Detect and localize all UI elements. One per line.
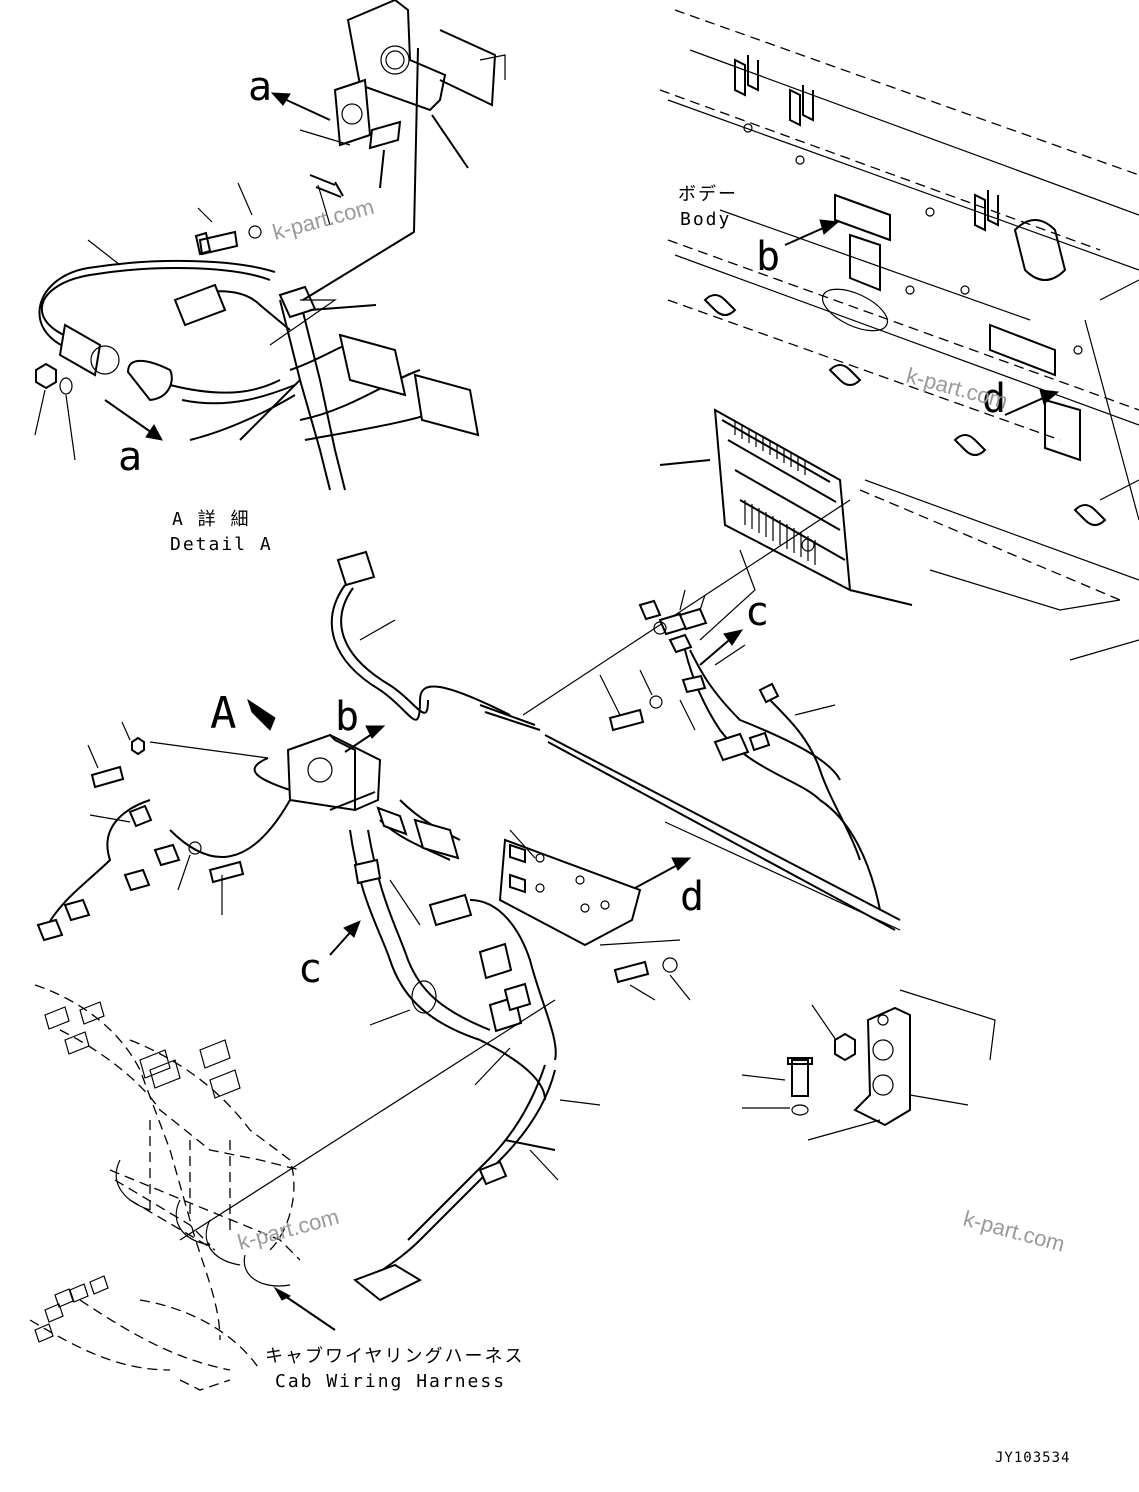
callout-a-bottom: a: [118, 434, 142, 480]
callout-b-body: b: [756, 234, 780, 280]
callout-a-top: a: [248, 64, 272, 110]
callout-b-mid: b: [335, 694, 359, 740]
callout-d-mid: d: [680, 874, 704, 920]
callout-c-right: c: [745, 589, 769, 635]
detail-a-assembly: [34, 0, 506, 491]
main-harness-assembly: [36, 499, 996, 1302]
callout-d-body: d: [982, 376, 1006, 422]
harness-label-en: Cab Wiring Harness: [275, 1371, 506, 1392]
cab-wiring-harness: [29, 984, 336, 1391]
body-label-jp: ボデー: [678, 184, 738, 205]
watermark-4: k-part.com: [961, 1206, 1068, 1257]
watermark-2: k-part.com: [904, 363, 1011, 414]
harness-label-jp: キャブワイヤリングハーネス: [265, 1345, 524, 1367]
body-label-en: Body: [680, 209, 731, 230]
watermark-3: k-part.com: [235, 1204, 342, 1255]
controller-ecu: [659, 408, 913, 606]
drawing-id: JY103534: [995, 1450, 1070, 1466]
body-frame: [659, 9, 1139, 661]
callout-arrows: [104, 92, 1060, 956]
callout-A: A: [210, 688, 237, 739]
callout-c-left: c: [298, 946, 322, 992]
detail-title-jp: A 詳 細: [172, 509, 251, 530]
detail-title-en: Detail A: [170, 534, 273, 555]
